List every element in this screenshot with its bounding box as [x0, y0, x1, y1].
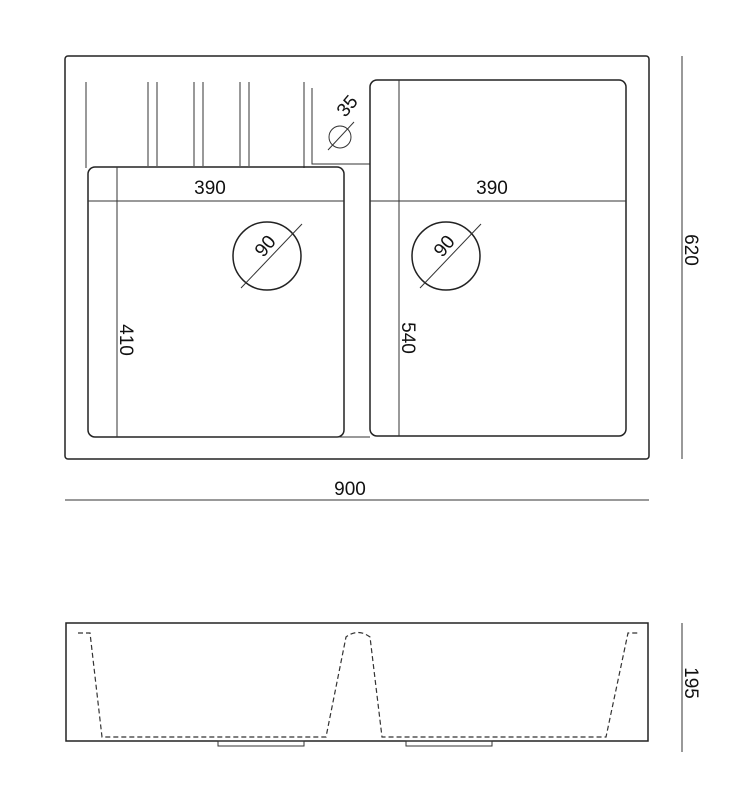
hidden-bowl-profile [78, 631, 640, 738]
right-bowl-outline [369, 79, 627, 437]
left-drain-diameter-label: 90 [251, 232, 281, 262]
height-label: 195 [680, 667, 701, 699]
overall-depth-label: 620 [680, 234, 701, 266]
right-drain-diameter-label: 90 [430, 232, 460, 262]
right-bowl-width-label: 390 [476, 178, 508, 199]
side-view: 195 [65, 622, 701, 752]
left-drain-outlet [217, 740, 305, 747]
left-bowl-depth-label: 410 [115, 324, 136, 356]
left-bowl-width-label: 390 [194, 178, 226, 199]
right-drain-outlet [405, 740, 493, 747]
top-view: 35 390 410 90 390 540 90 620 900 [64, 55, 701, 501]
right-drain-icon [411, 221, 482, 291]
left-drain-icon [232, 221, 303, 291]
tap-panel-outline [311, 88, 370, 165]
left-bowl-outline [87, 166, 345, 438]
overall-width-label: 900 [334, 479, 366, 500]
sink-outline [64, 55, 650, 460]
tap-hole-icon [327, 121, 355, 151]
side-outline [65, 622, 649, 742]
right-bowl-depth-label: 540 [397, 322, 418, 354]
tap-hole-diameter-label: 35 [333, 92, 363, 122]
drainer-grooves [85, 82, 305, 168]
